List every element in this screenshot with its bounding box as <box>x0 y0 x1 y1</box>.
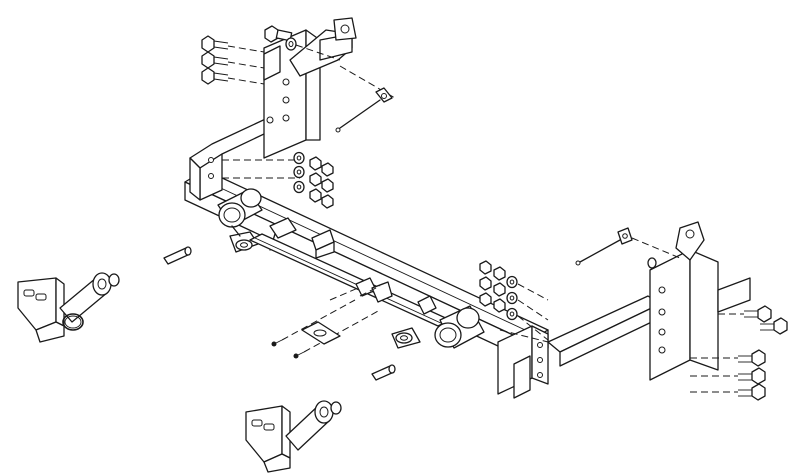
nut-icon <box>493 266 506 281</box>
bolt-icon <box>201 51 229 69</box>
bolt-icon <box>201 35 229 53</box>
right-bolt-group <box>690 305 788 401</box>
bolt-icon <box>738 383 766 401</box>
washer-icon <box>506 275 518 289</box>
clevis-pin-right <box>371 364 396 381</box>
nut-icon <box>309 172 322 187</box>
nut-icon <box>493 298 506 313</box>
nut-icon <box>309 156 322 171</box>
screw-icon <box>293 351 305 359</box>
washer-icon <box>293 165 305 179</box>
nut-icon <box>321 162 334 177</box>
bolt-icon <box>738 349 766 367</box>
right-retaining-clip <box>575 227 681 269</box>
washer-icon <box>293 180 305 194</box>
nut-icon <box>321 194 334 209</box>
right-mounting-bracket <box>649 221 751 381</box>
nut-icon <box>309 188 322 203</box>
nut-icon <box>479 260 492 275</box>
bolt-icon <box>744 305 772 323</box>
center-bracket-tab <box>311 229 335 259</box>
center-mount-plate <box>301 321 341 345</box>
left-receiver-tube <box>217 188 263 253</box>
nut-icon <box>493 282 506 297</box>
washer-icon <box>293 151 305 165</box>
right-nut-cluster <box>479 260 549 343</box>
bolt-icon <box>201 67 229 85</box>
left-mounting-bracket <box>263 17 357 159</box>
left-bolt-group <box>201 25 396 99</box>
clevis-pin-left <box>163 246 192 265</box>
washer-icon <box>506 307 518 321</box>
screw-icon <box>271 339 283 347</box>
right-receiver-tube <box>391 305 485 349</box>
left-nut-cluster <box>293 151 334 209</box>
screw-group <box>271 285 381 359</box>
left-retaining-clip <box>335 87 393 133</box>
washer-icon <box>647 257 657 269</box>
right-frame-arm <box>547 295 661 367</box>
nut-icon <box>479 276 492 291</box>
nut-icon <box>321 178 334 193</box>
bolt-icon <box>738 367 766 385</box>
bolt-icon <box>264 25 293 43</box>
bolt-icon <box>760 317 788 335</box>
left-frame-arm <box>189 115 300 201</box>
washer-icon <box>285 37 297 51</box>
tow-arm-left <box>17 272 120 343</box>
nut-icon <box>479 292 492 307</box>
center-clip <box>355 277 437 315</box>
washer-icon <box>506 291 518 305</box>
tow-arm-right <box>245 400 342 473</box>
